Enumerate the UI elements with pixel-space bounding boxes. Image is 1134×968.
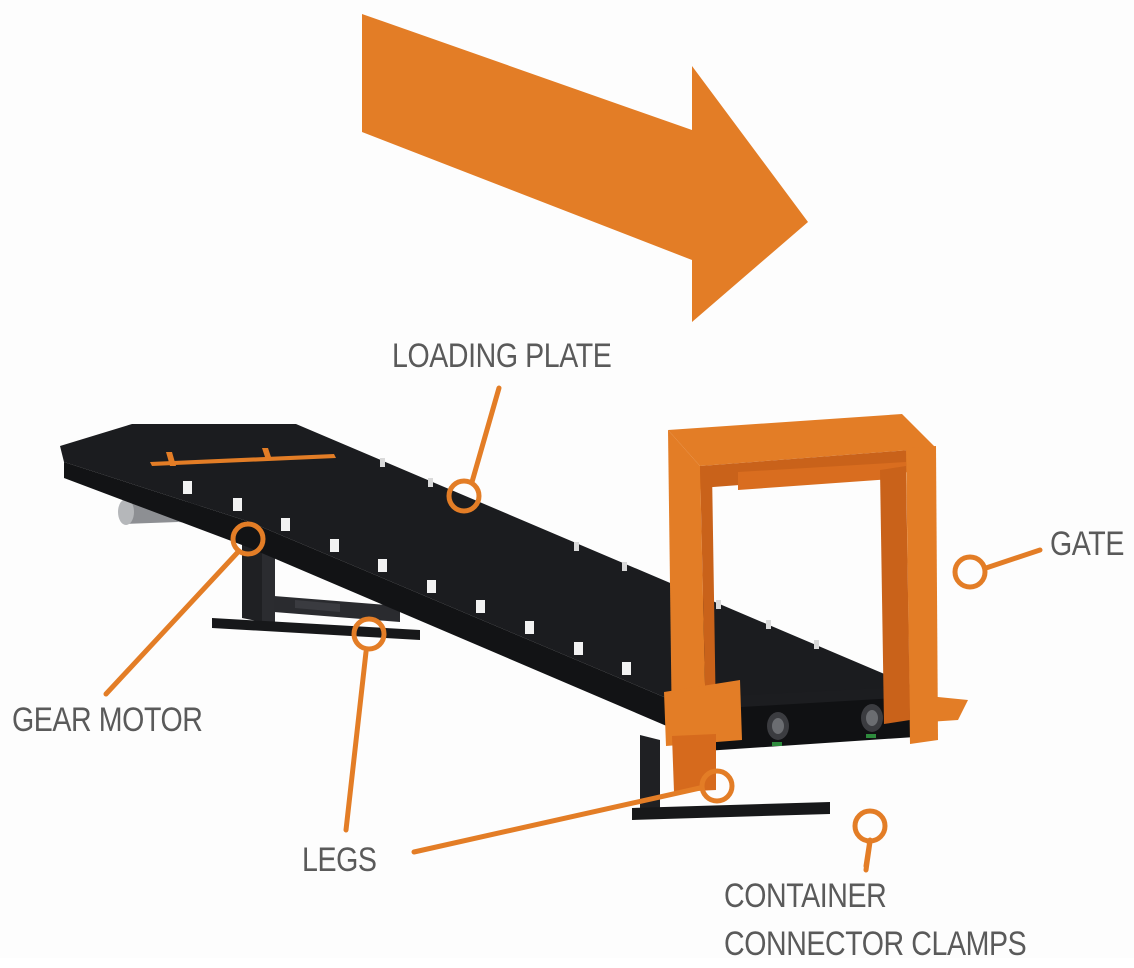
label-gear-motor: GEAR MOTOR (12, 701, 203, 739)
label-loading-plate: LOADING PLATE (392, 337, 612, 375)
callout-container-clamps (852, 808, 888, 873)
gate-frame (664, 414, 968, 792)
label-gate: GATE (1050, 525, 1124, 563)
callout-loading-plate (446, 385, 502, 514)
label-legs: LEGS (302, 841, 377, 879)
callout-legs (343, 616, 735, 855)
push-bar (150, 448, 336, 466)
guide-pins (183, 458, 819, 675)
label-container-connector-clamps: CONTAINER CONNECTOR CLAMPS (724, 872, 1027, 968)
right-leg-assembly (632, 735, 830, 820)
label-clamps-line-2: CONNECTOR CLAMPS (724, 925, 1027, 963)
left-leg-assembly (212, 535, 420, 640)
callout-gate (952, 547, 1043, 590)
callout-gear-motor (103, 521, 266, 697)
direction-arrow-icon (362, 14, 808, 322)
label-clamps-line-1: CONTAINER (724, 877, 887, 915)
